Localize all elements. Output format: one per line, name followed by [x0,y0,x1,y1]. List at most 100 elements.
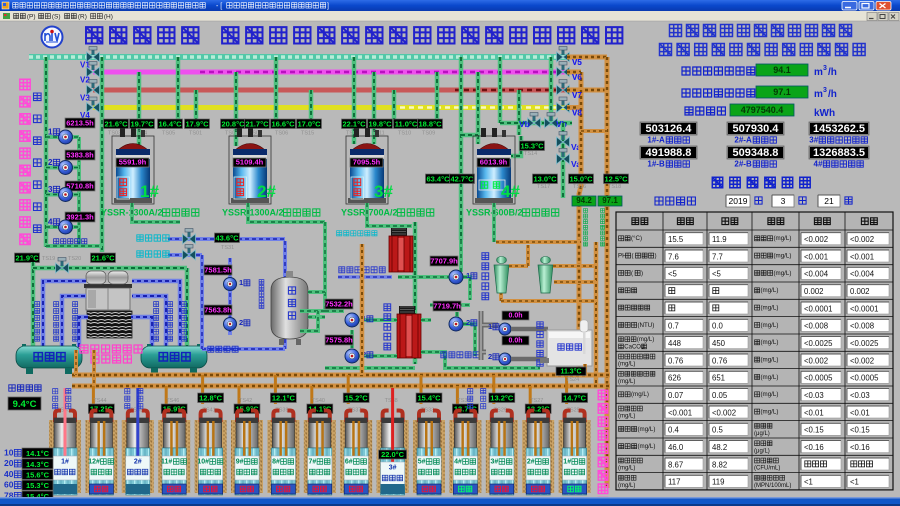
svg-text:1: 1 [466,271,470,280]
svg-text:TS17: TS17 [537,184,550,190]
svg-text:<0.03: <0.03 [850,391,870,400]
svg-text:1#: 1# [140,182,159,201]
svg-text:0.4: 0.4 [668,426,680,435]
svg-text:3#: 3# [809,136,818,145]
svg-text:0.05: 0.05 [712,391,728,400]
svg-text:13.2°C: 13.2°C [527,404,551,413]
svg-text:TS46: TS46 [166,398,179,404]
svg-text:kWh: kWh [814,108,835,119]
svg-text:<0.01: <0.01 [850,408,870,417]
svg-text:<0.002: <0.002 [712,408,736,417]
svg-text:(: ( [632,253,635,260]
svg-text:11.0°C: 11.0°C [395,119,418,128]
svg-text:(mg/L): (mg/L) [761,339,779,346]
svg-text:]: ] [327,3,329,10]
svg-text:TS07: TS07 [225,131,238,137]
svg-text:11.3°C: 11.3°C [560,367,581,375]
svg-text:2: 2 [488,352,492,361]
svg-text:14.3°C: 14.3°C [26,460,50,469]
svg-text:TS08: TS08 [249,131,262,137]
svg-text:<5: <5 [668,270,678,279]
svg-text:(mg/L): (mg/L) [618,379,635,385]
svg-text:7532.2h: 7532.2h [325,300,353,309]
svg-text:(mg/L): (mg/L) [637,337,654,343]
svg-text:20.8°C: 20.8°C [221,119,245,128]
svg-text:12#: 12# [88,459,100,466]
svg-text:Vb: Vb [519,119,530,129]
svg-text:<0.0005: <0.0005 [804,374,833,383]
svg-text:43.6°C: 43.6°C [215,233,239,242]
svg-text:7#: 7# [309,459,317,466]
svg-text:12.1°C: 12.1°C [272,393,296,402]
svg-text:4#: 4# [501,182,520,201]
svg-text:15.9°C: 15.9°C [163,404,187,413]
svg-text:4#: 4# [814,160,823,169]
svg-text:1#: 1# [563,459,571,466]
svg-text:97.1: 97.1 [773,87,791,97]
svg-text:626: 626 [668,374,681,383]
svg-text:3: 3 [823,87,827,94]
svg-text:(mg/L): (mg/L) [631,391,649,398]
svg-text:21.6°C: 21.6°C [91,253,115,262]
svg-text:TS31: TS31 [221,245,234,251]
svg-text:(mg/L): (mg/L) [638,443,656,450]
svg-text:0.7: 0.7 [668,322,679,331]
svg-text:TS33: TS33 [421,408,434,414]
svg-text:Va: Va [571,159,581,169]
svg-text:15.2°C: 15.2°C [345,393,369,402]
svg-text:16.4°C: 16.4°C [158,119,182,128]
svg-text:22.1°C: 22.1°C [342,119,366,128]
svg-text:1326883.5: 1326883.5 [813,147,865,159]
svg-text:19.7°C: 19.7°C [130,119,154,128]
svg-text:V6: V6 [572,73,582,82]
svg-text:11.9: 11.9 [712,235,727,244]
svg-text:17.2°C: 17.2°C [90,404,114,413]
svg-text:): ) [655,253,657,260]
svg-text:(mg/L): (mg/L) [618,483,635,489]
svg-text:(μg/L): (μg/L) [754,448,770,454]
svg-text:0.76: 0.76 [712,356,727,365]
svg-text:21.9°C: 21.9°C [15,253,39,262]
svg-text:<1: <1 [804,478,813,487]
svg-text:63.4°C: 63.4°C [426,174,450,183]
svg-text:13.7°C: 13.7°C [454,404,478,413]
svg-text:V4: V4 [80,111,90,120]
svg-text:0.0h: 0.0h [508,313,522,320]
svg-text:<0.004: <0.004 [804,270,829,279]
svg-text:1#: 1# [61,459,69,466]
svg-text:8.67: 8.67 [668,460,683,469]
svg-text:60: 60 [4,480,14,490]
svg-text:(mg/L): (mg/L) [618,414,635,420]
svg-text:V8: V8 [572,109,582,118]
svg-text:<0.001: <0.001 [850,252,874,261]
svg-text:7.7: 7.7 [712,252,723,261]
svg-text:<0.0001: <0.0001 [850,304,878,313]
svg-text:10: 10 [4,448,14,458]
svg-text:7095.5h: 7095.5h [353,158,381,167]
svg-text:(H): (H) [104,14,113,21]
svg-text:(mg/L): (mg/L) [774,253,792,260]
svg-text:(mg/L): (mg/L) [618,466,635,472]
svg-text:TS29: TS29 [494,408,507,414]
svg-text:2#-A: 2#-A [734,136,752,145]
svg-text:<0.002: <0.002 [850,235,874,244]
svg-text:TS34: TS34 [457,398,470,404]
svg-text:1#-A: 1#-A [647,136,665,145]
svg-text:3: 3 [823,65,827,72]
svg-text:6013.9h: 6013.9h [480,158,508,167]
svg-text:(mg/L): (mg/L) [761,322,779,329]
svg-text:22.0°C: 22.0°C [381,450,405,459]
svg-text:0.0: 0.0 [712,322,724,331]
svg-text:3921.3h: 3921.3h [66,213,94,222]
svg-text:TS13: TS13 [346,131,359,137]
svg-text:(S): (S) [52,14,61,21]
svg-text:<0.0025: <0.0025 [804,339,833,348]
svg-text:10#: 10# [197,459,209,466]
svg-text:7575.8h: 7575.8h [325,336,353,345]
svg-text:5383.8h: 5383.8h [66,151,94,160]
svg-text:(mg/L): (mg/L) [761,409,779,416]
svg-text:TS20: TS20 [68,256,81,262]
svg-text:8.82: 8.82 [712,460,727,469]
svg-text:(mg/L): (mg/L) [761,374,779,381]
svg-text:(mg/L): (mg/L) [774,235,792,242]
